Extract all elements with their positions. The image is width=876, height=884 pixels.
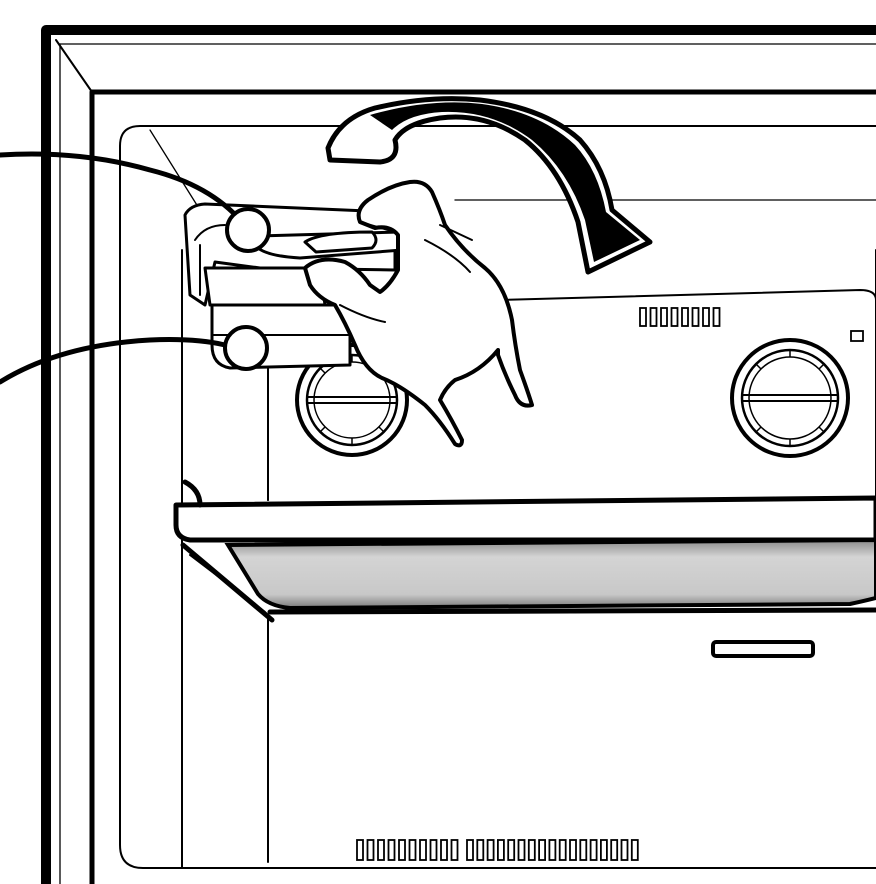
- vent-slots-lower: [357, 840, 638, 860]
- vent-slot: [357, 840, 363, 860]
- vent-slot: [399, 840, 405, 860]
- vent-slot: [560, 840, 566, 860]
- vent-slots-upper: [640, 308, 720, 326]
- vent-slot: [703, 308, 709, 326]
- vent-slot: [508, 840, 514, 860]
- vent-slot: [498, 840, 504, 860]
- vent-slot: [570, 840, 576, 860]
- vent-slot: [519, 840, 525, 860]
- vent-slot: [661, 308, 667, 326]
- cabinet-frame: [46, 30, 876, 884]
- vent-slot: [441, 840, 447, 860]
- vent-slot: [591, 840, 597, 860]
- temperature-knob-right: [732, 340, 848, 456]
- vent-slot: [477, 840, 483, 860]
- vent-slot: [529, 840, 535, 860]
- vent-slot: [420, 840, 426, 860]
- vent-slot: [368, 840, 374, 860]
- vent-slot: [632, 840, 638, 860]
- vent-slot: [549, 840, 555, 860]
- callout-1: [0, 154, 269, 251]
- vent-slot: [640, 308, 646, 326]
- vent-slot: [693, 308, 699, 326]
- vent-slot: [601, 840, 607, 860]
- vent-slot: [378, 840, 384, 860]
- vent-slot: [714, 308, 720, 326]
- vent-slot: [580, 840, 586, 860]
- vent-slot: [651, 308, 657, 326]
- vent-slot: [682, 308, 688, 326]
- vent-slot: [389, 840, 395, 860]
- vent-slot: [611, 840, 617, 860]
- vent-slot: [622, 840, 628, 860]
- vent-slot: [410, 840, 416, 860]
- vent-slot: [452, 840, 458, 860]
- indicator-light: [851, 331, 863, 341]
- vent-slot: [431, 840, 437, 860]
- lamp-diffuser: [228, 540, 876, 612]
- vent-slot: [672, 308, 678, 326]
- vent-slot: [467, 840, 473, 860]
- callout-2: [0, 327, 267, 382]
- drawer-handle: [713, 642, 813, 656]
- vent-slot: [539, 840, 545, 860]
- vent-slot: [488, 840, 494, 860]
